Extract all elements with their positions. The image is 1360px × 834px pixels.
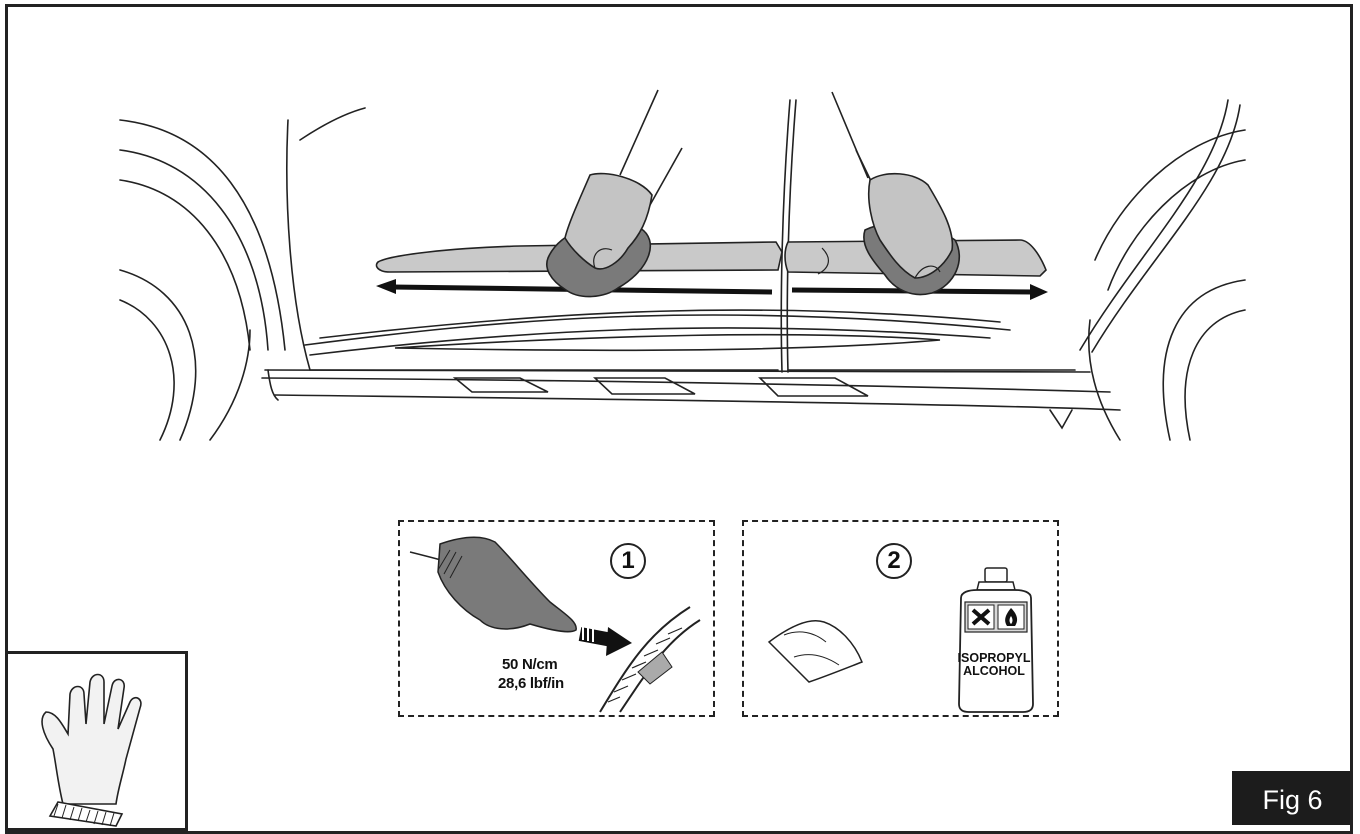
bottle-label-line-2: ALCOHOL — [963, 664, 1025, 678]
glove-right — [867, 172, 954, 279]
rear-door-outline — [787, 99, 1241, 371]
cloth-icon — [767, 620, 863, 683]
harmful-x-icon — [967, 604, 995, 630]
pressure-metric-label: 50 N/cm — [502, 656, 558, 673]
glove-left — [564, 172, 653, 270]
flammable-icon — [997, 604, 1025, 630]
front-door-outline — [286, 99, 797, 373]
pressure-imperial-label: 28,6 lbf/in — [498, 675, 564, 692]
glove-icon — [41, 673, 142, 827]
step-2-panel: 2 ISOPROPYL ALCOHOL — [742, 520, 1059, 717]
left-wheel-arch — [119, 119, 286, 441]
right-hand-wiping — [831, 91, 960, 296]
car-side-illustration — [119, 89, 1246, 441]
alcohol-bottle-icon — [958, 567, 1034, 713]
step-number-2: 2 — [875, 542, 913, 580]
press-finger-icon — [409, 536, 701, 713]
step-1-panel: 1 50 N/cm 28,6 lbf/in — [398, 520, 715, 717]
figure-label: Fig 6 — [1232, 771, 1353, 825]
step-number-1: 1 — [609, 542, 647, 580]
glove-requirement-box — [5, 651, 188, 831]
bottle-label-line-1: ISOPROPYL — [957, 651, 1031, 665]
rear-wheel-arch — [1087, 129, 1246, 441]
left-hand-wiping — [546, 89, 683, 298]
